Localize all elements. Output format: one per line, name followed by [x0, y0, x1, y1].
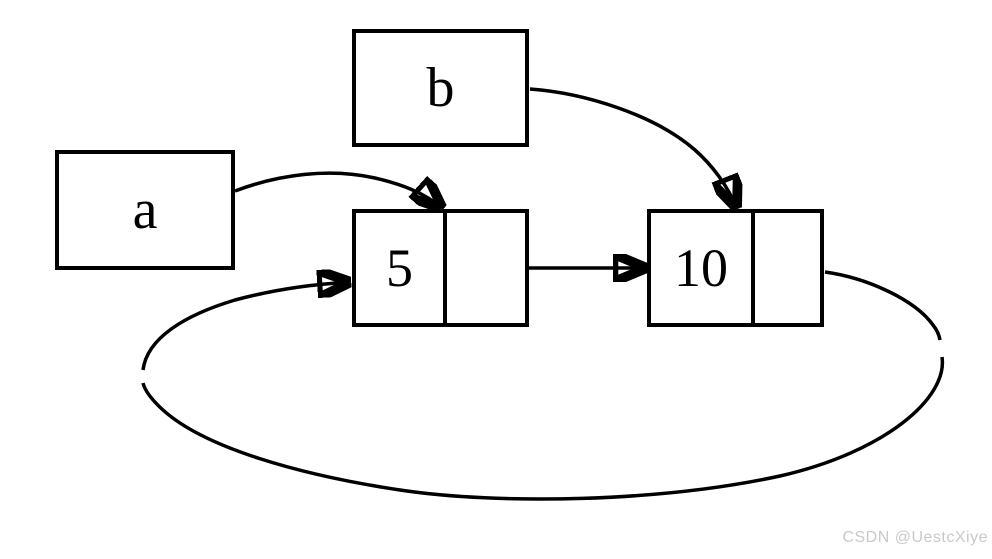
edge-loop-segment-right	[824, 270, 942, 341]
variable-label-a: a	[132, 179, 158, 241]
edge-loop-segment-left-arrow	[141, 282, 351, 371]
node10-value: 10	[674, 238, 728, 298]
watermark-text: CSDN @UestcXiye	[842, 529, 988, 546]
node5-value-cell: 5	[356, 213, 447, 323]
variable-box-a: a	[55, 150, 235, 270]
node10-pointer-cell	[755, 213, 820, 323]
node5-value: 5	[386, 238, 413, 298]
node10-value-cell: 10	[651, 213, 755, 323]
list-node-10: 10	[647, 209, 824, 327]
variable-label-b: b	[426, 57, 455, 119]
node5-pointer-cell	[447, 213, 525, 323]
list-node-5: 5	[352, 209, 529, 327]
edge-loop-segment-bottom	[141, 356, 945, 501]
variable-box-b: b	[352, 29, 529, 147]
edge-b-to-node10-arrow	[529, 87, 737, 209]
edge-a-to-node5-arrow	[234, 171, 443, 209]
